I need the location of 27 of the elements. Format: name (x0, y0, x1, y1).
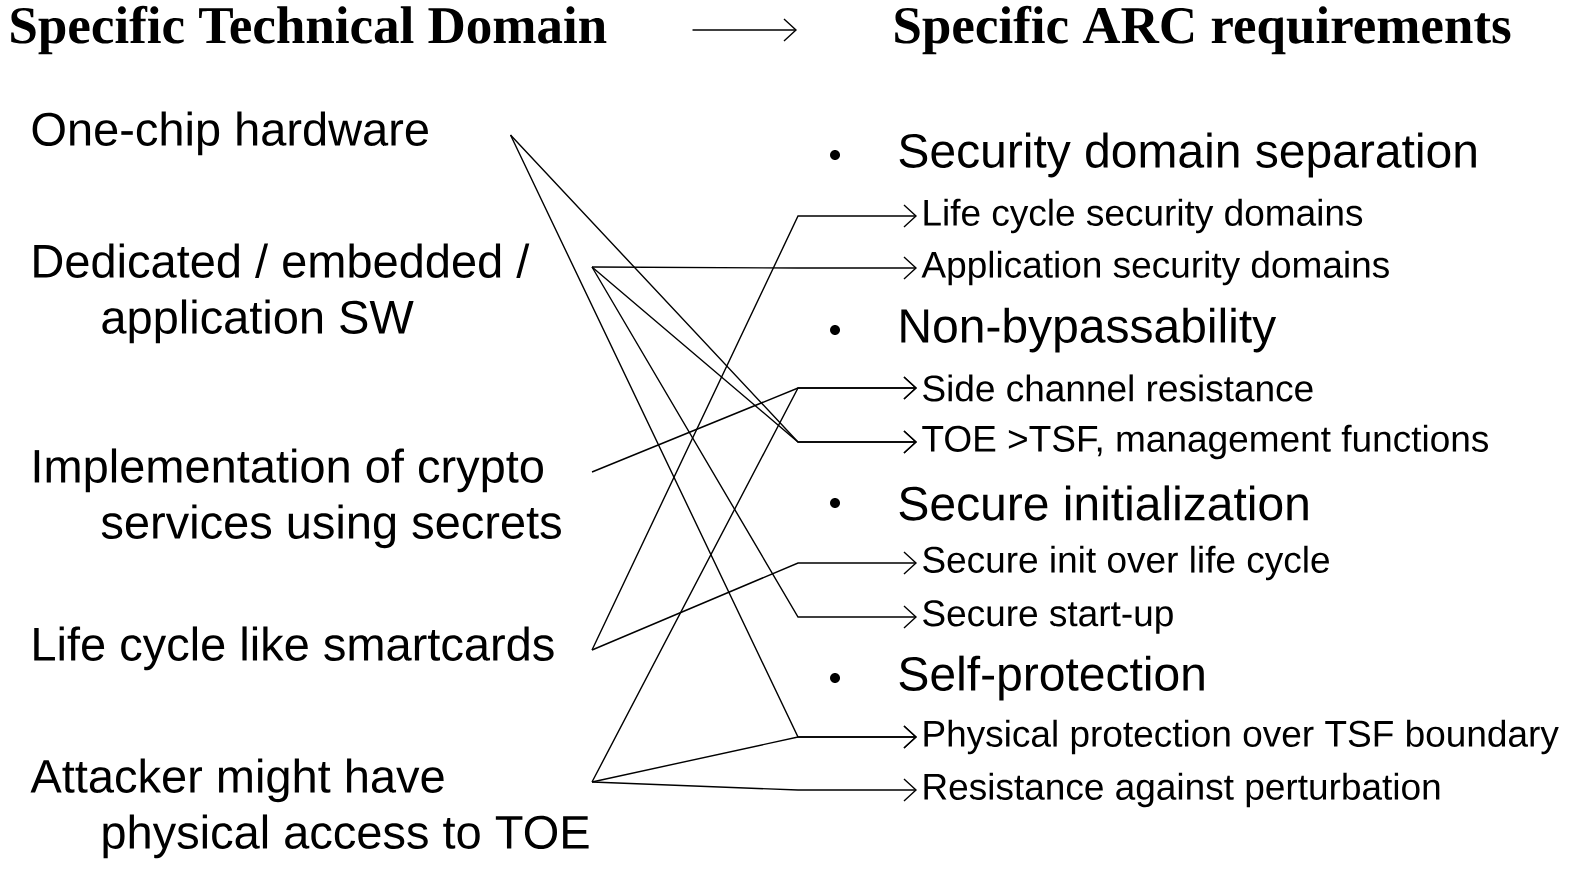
requirement-text: Side channel resistance (923, 374, 1313, 402)
connector-arrow (591, 778, 917, 802)
category-text: Secure initialization (899, 485, 1308, 521)
requirement-text: Application security domains (921, 250, 1389, 286)
domain-text: Dedicated / embedded / application SW (34, 243, 530, 344)
connector-arrow (591, 204, 917, 651)
domain-text: Life cycle like smartcards (34, 626, 554, 671)
connector-arrow (591, 256, 917, 280)
domain-text: One-chip hardware (32, 111, 428, 156)
requirement-text: Life cycle security domains (924, 198, 1363, 234)
heading: Specific ARC requirements (895, 5, 1511, 55)
domain-text: Attacker might have physical access to TOE (30, 758, 589, 859)
requirement-text: Physical protection over TSF boundary (924, 719, 1559, 755)
connector-arrow (591, 376, 917, 783)
category-text: Security domain separation (899, 132, 1476, 178)
domain-text: Implementation of crypto services using secrets (34, 448, 561, 549)
connector-arrow (591, 266, 917, 454)
category-text: Self-protection (899, 655, 1204, 701)
category-text: Non-bypassability (901, 307, 1277, 353)
connector-arrow (591, 266, 917, 629)
heading: Specific Technical Domain (11, 5, 607, 55)
requirement-text: TOE >TSF, management functions (922, 424, 1488, 460)
requirement-text: Secure init over life cycle (923, 545, 1329, 581)
requirement-text: Resistance against perturbation (924, 772, 1440, 808)
connector-arrow (591, 551, 917, 651)
requirement-text: Secure start-up (923, 600, 1173, 634)
arrow (691, 18, 797, 42)
